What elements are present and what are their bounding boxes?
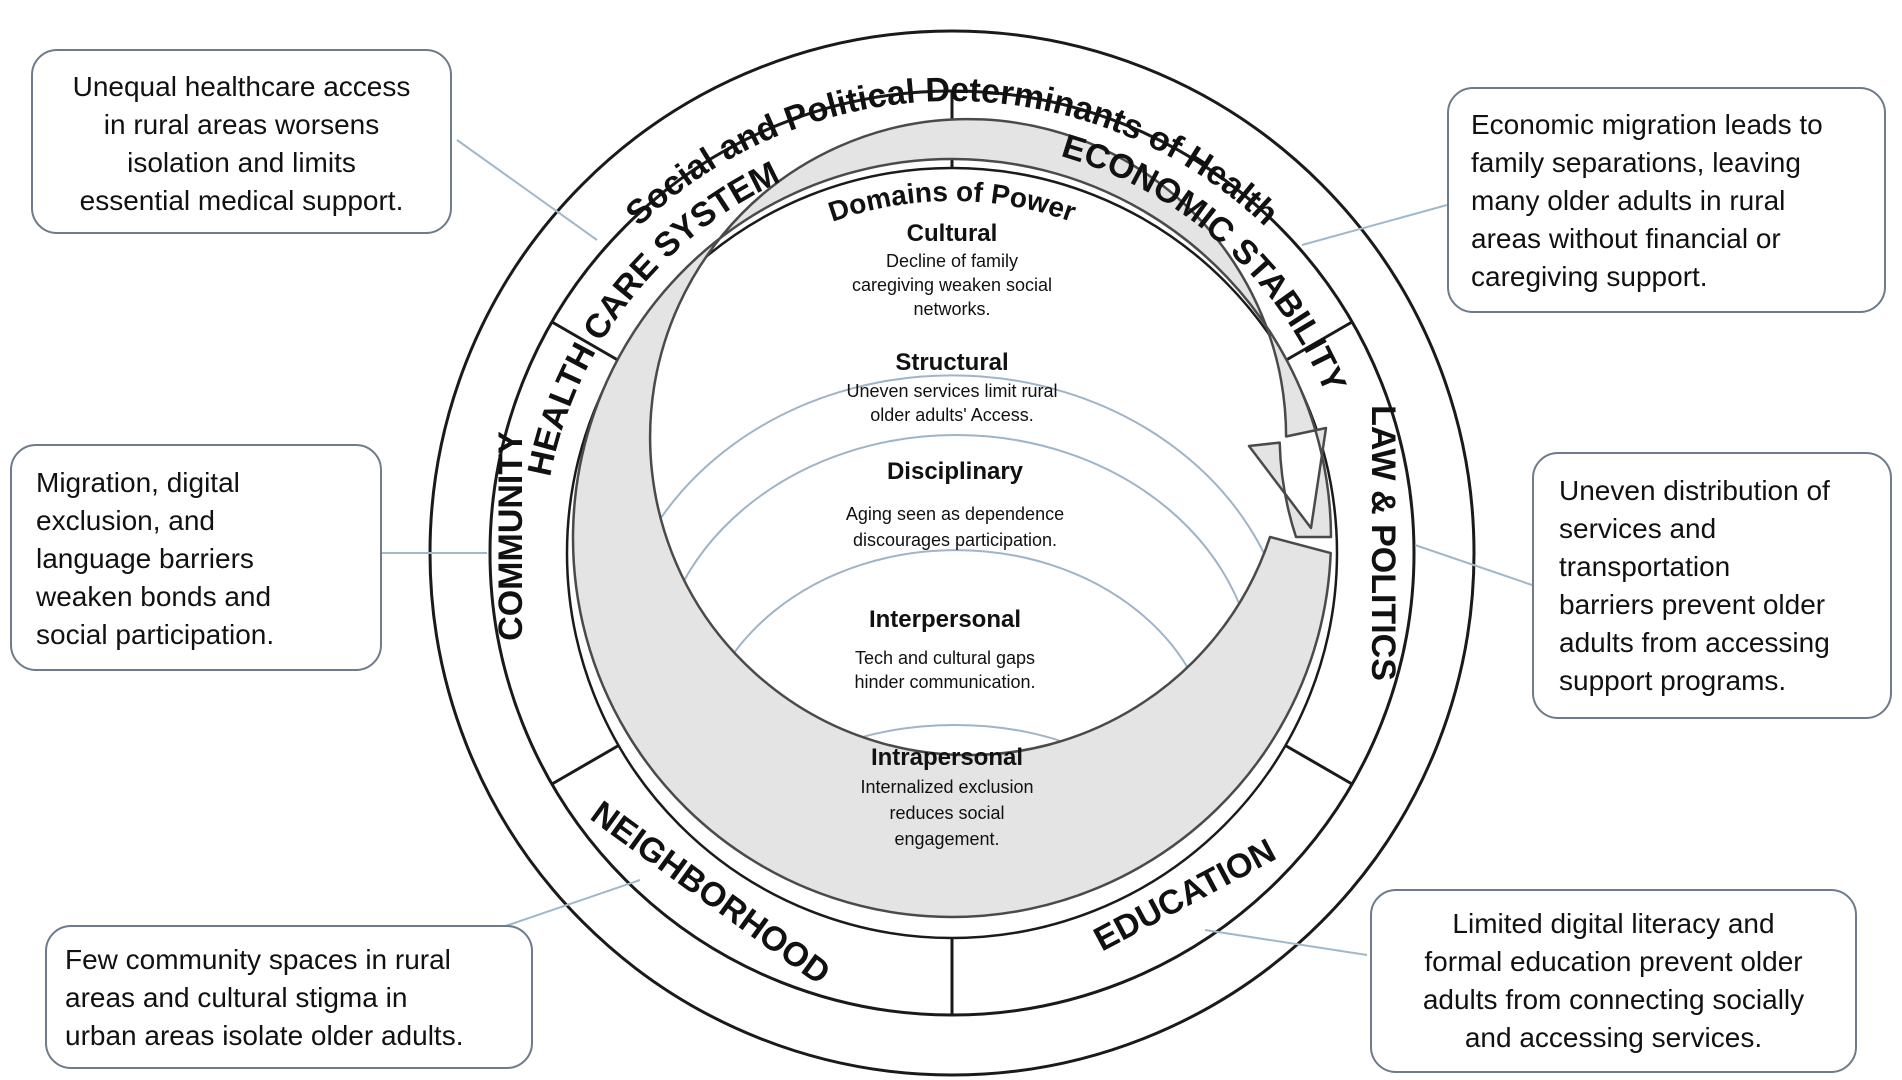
callout-economic-line: Economic migration leads to [1471,109,1823,140]
sector-community: COMMUNITY [492,431,530,641]
domain-cultural-title: Cultural [907,220,998,247]
domain-disciplinary-desc-2: discourages participation. [853,530,1057,550]
callout-health-care-line: Unequal healthcare access [72,71,411,102]
leader-education [1204,929,1368,956]
divider-upper-right [1284,320,1353,362]
callout-economic-line: areas without financial or [1471,223,1781,254]
callout-education-line: adults from connecting socially [1422,984,1805,1015]
callout-neighborhood-line: urban areas isolate older adults. [65,1020,464,1051]
sector-law-politics: LAW & POLITICS [1364,405,1402,681]
leader-lines [379,139,1533,956]
domain-cultural: Cultural Decline of family caregiving we… [852,220,1052,319]
domain-interpersonal-title: Interpersonal [869,606,1021,633]
callout-law-line: adults from accessing [1559,627,1830,658]
leader-law [1414,544,1533,586]
domain-disciplinary-desc-1: Aging seen as dependence [846,504,1064,524]
callout-community-line: social participation. [36,619,275,650]
callout-neighborhood: Few community spaces in rural areas and … [45,925,533,1069]
divider-upper-left [551,320,620,362]
domain-intrapersonal-desc-2: reduces social [889,803,1004,823]
domain-cultural-desc-2: caregiving weaken social [852,275,1052,295]
callout-economic: Economic migration leads to family separ… [1447,87,1886,313]
callout-education-line: and accessing services. [1464,1022,1763,1053]
callout-economic-line: caregiving support. [1471,261,1708,292]
callout-law-line: transportation [1559,551,1731,582]
callout-law-line: support programs. [1559,665,1787,696]
callout-health-care: Unequal healthcare access in rural areas… [31,49,452,234]
domain-structural-desc-2: older adults' Access. [870,405,1034,425]
power-arrow [571,117,1333,919]
domain-structural: Structural Uneven services limit rural o… [846,349,1057,425]
callout-community-line: Migration, digital [36,467,240,498]
callout-community: Migration, digital exclusion, and langua… [10,444,382,671]
callout-neighborhood-line: areas and cultural stigma in [65,982,408,1013]
domain-cultural-desc-3: networks. [913,299,990,319]
domain-intrapersonal-desc-1: Internalized exclusion [860,777,1033,797]
divider-lower-left [551,744,620,786]
leader-neighborhood [493,879,641,931]
divider-lower-right [1284,744,1353,786]
domain-interpersonal-desc-2: hinder communication. [854,672,1035,692]
callout-law-line: barriers prevent older [1559,589,1826,620]
domain-structural-desc-1: Uneven services limit rural [846,381,1057,401]
domain-intrapersonal: Intrapersonal Internalized exclusion red… [860,744,1033,849]
callout-community-line: language barriers [36,543,254,574]
callout-law-line: services and [1559,513,1717,544]
domain-cultural-desc-1: Decline of family [886,251,1018,271]
arc-disciplinary [655,434,1257,688]
domain-intrapersonal-title: Intrapersonal [871,744,1023,771]
callout-community-line: exclusion, and [36,505,216,536]
callout-community-line: weaken bonds and [36,581,272,612]
callout-education-line: formal education prevent older [1424,946,1803,977]
callout-health-care-line: in rural areas worsens [103,109,380,140]
domain-disciplinary: Disciplinary Aging seen as dependence di… [846,458,1064,550]
domain-interpersonal: Interpersonal Tech and cultural gaps hin… [854,606,1035,692]
domain-disciplinary-title: Disciplinary [887,458,1024,485]
arc-structural [616,374,1288,621]
callout-law: Uneven distribution of services and tran… [1532,452,1892,719]
callout-economic-line: family separations, leaving [1471,147,1801,178]
callout-economic-line: many older adults in rural [1471,185,1786,216]
leader-health-care [456,139,598,241]
callout-education: Limited digital literacy and formal educ… [1370,889,1857,1073]
domain-intrapersonal-desc-3: engagement. [894,829,999,849]
domain-structural-title: Structural [895,349,1008,376]
callout-health-care-line: isolation and limits [127,147,356,178]
leader-economic [1301,204,1448,246]
callout-neighborhood-line: Few community spaces in rural [65,944,451,975]
domain-interpersonal-desc-1: Tech and cultural gaps [855,648,1035,668]
callout-health-care-line: essential medical support. [79,185,404,216]
callout-law-line: Uneven distribution of [1559,475,1830,506]
callout-education-line: Limited digital literacy and [1452,908,1775,939]
